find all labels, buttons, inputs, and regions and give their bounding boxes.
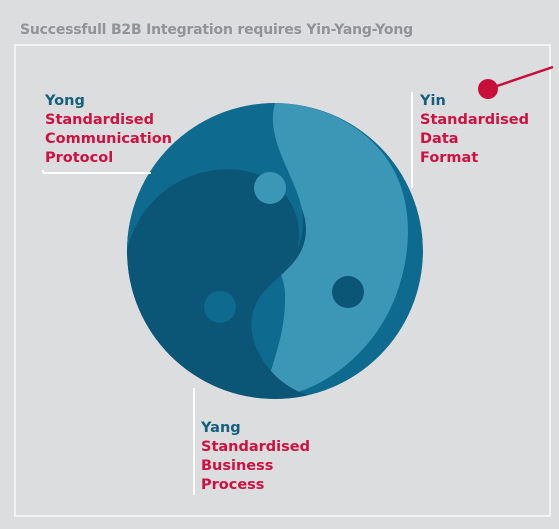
page-title: Successfull B2B Integration requires Yin…	[20, 22, 413, 38]
yong-line-1: Standardised	[45, 112, 154, 128]
yang-lobe	[127, 160, 326, 399]
yong-label-group: Yong Standardised Communication Protocol	[45, 92, 172, 168]
yang-dot	[204, 291, 236, 323]
yang-line-2: Business	[201, 458, 274, 474]
yang-label-group: Yang Standardised Business Process	[201, 419, 310, 495]
yong-dot	[254, 172, 286, 204]
yin-line-1: Standardised	[420, 112, 529, 128]
yin-label-group: Yin Standardised Data Format	[420, 92, 529, 168]
yong-line-2: Communication	[45, 131, 173, 147]
yang-line-3: Process	[201, 477, 265, 493]
yang-title: Yang	[201, 420, 241, 436]
yin-line-2: Data	[420, 131, 459, 147]
red-dot-marker-icon	[478, 79, 498, 99]
yang-line-1: Standardised	[201, 439, 310, 455]
yin-line-3: Format	[420, 150, 479, 166]
marker-line	[487, 65, 554, 91]
yong-line-3: Protocol	[45, 150, 114, 166]
yin-title: Yin	[420, 93, 446, 109]
yin-dot	[332, 276, 364, 308]
yong-title: Yong	[45, 93, 85, 109]
